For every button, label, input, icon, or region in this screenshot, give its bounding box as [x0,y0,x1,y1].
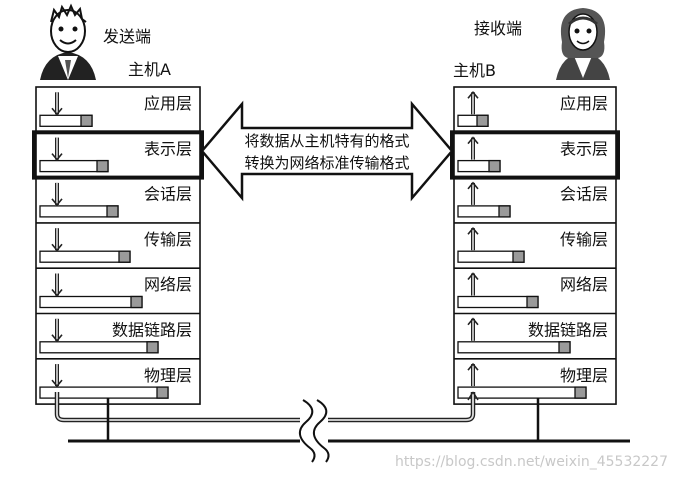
host-b-layer-label: 表示层 [560,139,608,158]
host-a-packet-header [156,386,169,399]
receiver-role-label: 接收端 [474,19,522,38]
network-bus-line [68,398,630,443]
host-a-layer-label: 网络层 [144,275,192,294]
host-b-presentation-layer-highlight [450,130,620,180]
host-a-packet-header [146,341,159,354]
host-a-packet-bar [39,250,131,263]
host-a-layer-label: 物理层 [144,366,192,385]
presentation-conversion-arrow [200,100,454,202]
host-b-packet-header [558,341,571,354]
host-a-layer-label: 表示层 [144,139,192,158]
host-b-label: 主机B [453,61,496,80]
host-a-flow-arrowhead [51,107,63,116]
host-a-flow-arrowhead [51,153,63,161]
watermark: https://blog.csdn.net/weixin_45532227 [395,454,668,470]
host-a-presentation-layer-highlight [32,130,204,180]
host-a-flow-arrowhead [51,243,63,252]
host-b-flow-arrowhead [467,226,479,235]
host-b-layer-label: 数据链路层 [528,321,608,340]
host-a-flow-arrowhead [51,334,63,343]
host-a-packet-header [118,250,131,263]
break-symbol [299,399,330,463]
host-b-packet-header [526,295,539,309]
host-a-packet-header [96,159,109,173]
host-a-label: 主机A [128,60,171,79]
host-a-packet-bar [39,295,143,309]
host-a-packet-bar [39,205,119,218]
host-b-layer-label: 物理层 [560,366,608,385]
callout-line-2: 转换为网络标准传输格式 [244,154,409,172]
host-a-layer-label: 传输层 [144,230,192,249]
host-a-packet-header [130,295,143,309]
host-b-packet-header [498,205,511,218]
host-b-flow-arrowhead [467,181,479,190]
host-b-packet-bar [457,341,571,354]
host-a-flow-arrowhead [51,379,63,388]
host-b-layer-label: 应用层 [560,94,608,113]
network-cable [54,391,479,423]
host-b-layer-label: 会话层 [560,185,608,204]
host-b-packet-header [488,159,501,173]
receiver-person-icon [556,8,610,80]
host-b-flow-arrowhead [467,136,479,145]
host-a-layer-label: 数据链路层 [112,321,192,340]
host-a-packet-header [80,114,93,127]
sender-role-label: 发送端 [103,27,151,46]
callout-line-1: 将数据从主机特有的格式 [244,132,409,150]
host-b-packet-header [512,250,525,263]
host-b-flow-arrowhead [467,362,479,371]
host-a-packet-header [106,205,119,218]
host-a-flow-arrowhead [51,198,63,207]
host-a-layer-label: 应用层 [144,94,192,113]
host-b-flow-arrowhead [467,272,479,281]
host-b-packet-header [476,114,489,127]
sender-person-icon [40,3,96,80]
host-b-packet-header [574,386,587,399]
host-a-layer-label: 会话层 [144,185,192,204]
host-b-packet-bar [457,295,539,309]
host-b-layer-label: 网络层 [560,275,608,294]
host-b-layer-label: 传输层 [560,230,608,249]
host-b-packet-bar [457,386,587,399]
host-a-packet-bar [39,341,159,354]
host-b-flow-arrowhead [467,91,479,99]
host-a-flow-arrowhead [51,288,63,297]
host-b-flow-arrowhead [467,317,479,326]
